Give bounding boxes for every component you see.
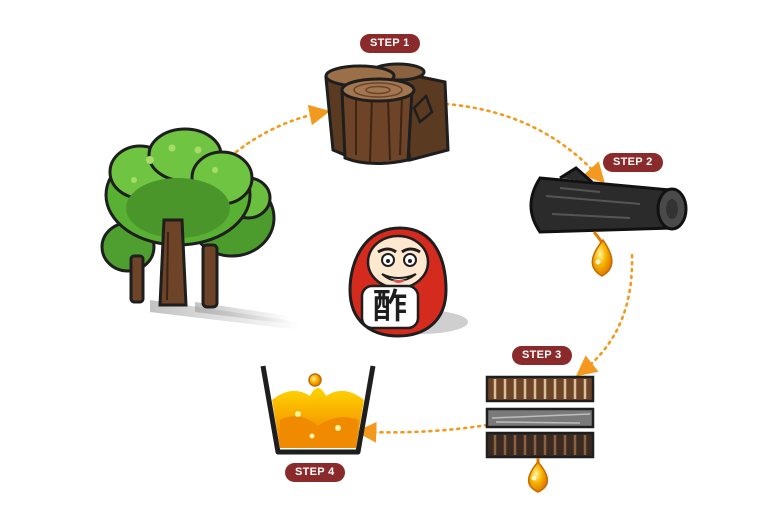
trees-icon [100,127,300,330]
vinegar-cup-icon [260,365,376,455]
cycle-arrows [234,102,634,443]
arrow-step3-to-step4 [355,421,489,443]
arrow-trees-to-step1 [234,104,331,154]
daruma-kanji: 酢 [373,287,407,327]
step-3-badge: STEP 3 [512,346,572,365]
arrow-step1-to-step2 [444,102,605,184]
board-stack-icon [485,375,595,493]
daruma-mascot-icon [348,226,468,338]
arrow-step2-to-step3 [575,253,634,377]
logs-icon [324,62,450,166]
step-4-badge: STEP 4 [285,463,345,482]
step-2-badge: STEP 2 [603,153,663,172]
charcoal-icon [529,166,688,277]
step-1-badge: STEP 1 [360,34,420,53]
drop-icon [591,238,613,277]
